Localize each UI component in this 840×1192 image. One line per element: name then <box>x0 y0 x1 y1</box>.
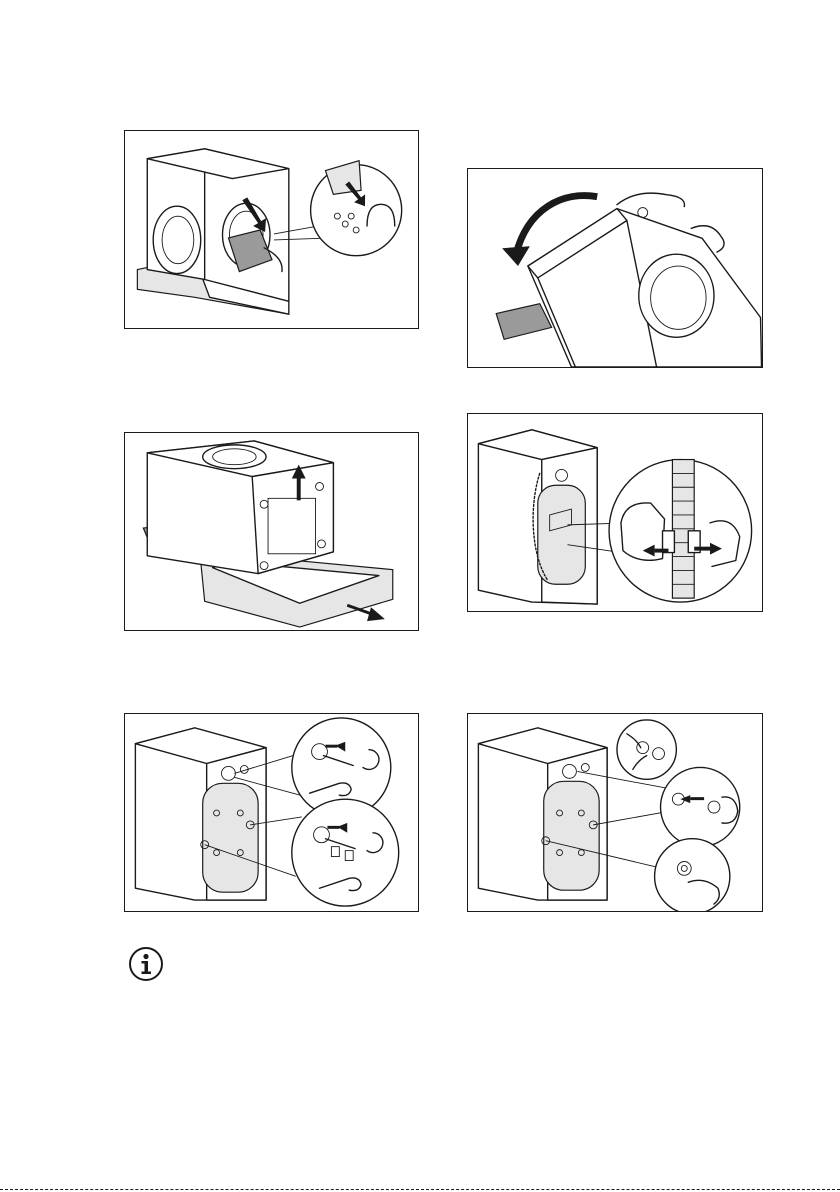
hose-clip-removal-illustration <box>468 414 762 611</box>
illustration-tilt-machine <box>467 168 763 368</box>
transit-bolt-removal-illustration <box>125 714 418 911</box>
washing-machine-accessory-bag-illustration <box>125 131 418 328</box>
cover-cap-insertion-illustration <box>468 714 762 911</box>
illustration-unscrew-transit-bolts <box>124 713 419 912</box>
info-icon <box>128 946 164 982</box>
washing-machine-tilt-illustration <box>468 169 762 367</box>
illustration-lift-machine-off-base <box>124 432 419 631</box>
illustration-insert-cover-caps <box>467 713 763 912</box>
washing-machine-base-removal-illustration <box>125 433 418 630</box>
footer-divider <box>0 1189 840 1190</box>
illustration-remove-accessory-bag <box>124 130 419 329</box>
illustration-release-hose-clips <box>467 413 763 612</box>
